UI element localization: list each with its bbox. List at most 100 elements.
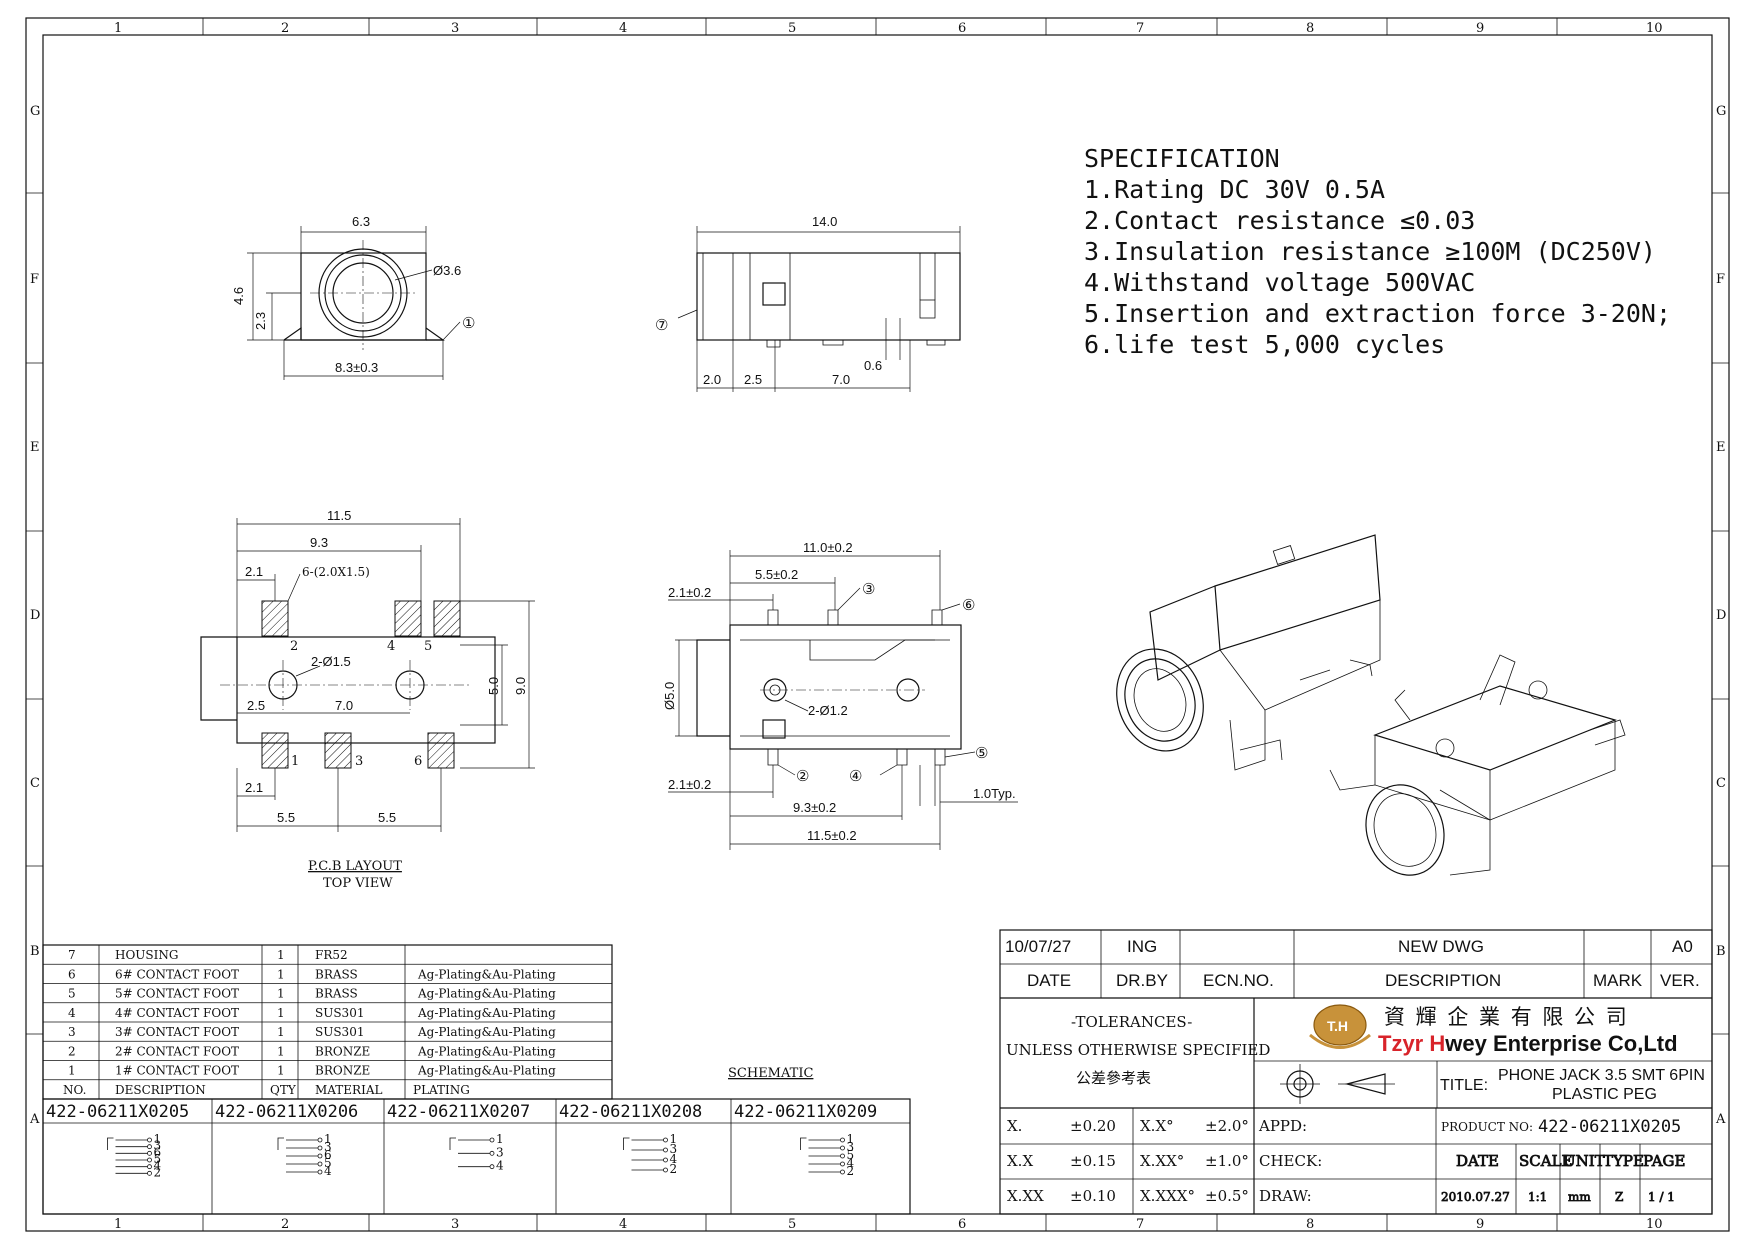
schematic-part-no: 422-06211X0209 (734, 1102, 877, 1122)
info-header: UNIT (1563, 1152, 1605, 1170)
bom-cell-qty: 1 (277, 948, 285, 962)
dim-top-offset: 2.1±0.2 (668, 585, 711, 600)
bom-cell-no: 6 (68, 967, 76, 981)
bom-cell-qty: 1 (277, 1064, 285, 1078)
tb-h-date: DATE (1027, 971, 1071, 990)
bom-cell-plating: Ag-Plating&Au-Plating (417, 987, 556, 1001)
dim-top-overall: 11.0±0.2 (803, 540, 853, 555)
info-value: 1 / 1 (1648, 1190, 1675, 1204)
tb-title-label: TITLE: (1440, 1077, 1488, 1094)
balloon-2: ② (796, 767, 809, 785)
schematic-pin: 5 (154, 1152, 162, 1166)
bom-cell-desc: 6# CONTACT FOOT (115, 967, 239, 981)
bom-cell-qty: 1 (277, 987, 285, 1001)
dim-top-typ: 1.0Typ. (973, 786, 1016, 801)
tol-angle-key: X.X° (1140, 1117, 1174, 1135)
logo-text: T.H (1327, 1018, 1348, 1034)
tol-angle-value: ±1.0° (1205, 1152, 1249, 1170)
bom-cell-no: 2 (68, 1044, 76, 1058)
info-header: PAGE (1643, 1152, 1685, 1170)
bom-cell-qty: 1 (277, 1006, 285, 1020)
bom-header: MATERIAL (315, 1083, 383, 1097)
tol-key: X.X (1007, 1152, 1033, 1170)
bom-header: PLATING (413, 1083, 470, 1097)
tb-title-2: PLASTIC PEG (1552, 1086, 1657, 1103)
bom-cell-no: 5 (68, 987, 76, 1001)
bom-cell-material: BRASS (315, 967, 358, 981)
schematic-pin: 5 (324, 1156, 332, 1170)
bom-cell-material: SUS301 (315, 1025, 364, 1039)
dim-side-d2: 2.5 (744, 372, 762, 387)
balloon-7: ⑦ (655, 316, 668, 334)
zone-col-label: 3 (451, 1217, 459, 1232)
zone-col-label: 7 (1136, 21, 1144, 36)
bom-cell-material: BRASS (315, 987, 358, 1001)
tb-h-ecn: ECN.NO. (1203, 971, 1274, 990)
dim-pcb-hole-offset: 2.5 (247, 698, 265, 713)
tb-check: CHECK: (1259, 1152, 1322, 1170)
dim-side-d1: 2.0 (703, 372, 721, 387)
bom-cell-no: 1 (68, 1064, 76, 1078)
dim-top-diameter: Ø5.0 (662, 682, 677, 710)
balloon-5: ⑤ (975, 744, 988, 762)
dim-top-bot-offset: 2.1±0.2 (668, 777, 711, 792)
zone-col-label: 6 (958, 21, 966, 36)
bom-cell-qty: 1 (277, 1044, 285, 1058)
tb-h-drby: DR.BY (1116, 971, 1168, 990)
pad-label: 1 (291, 754, 299, 769)
schematic-pin: 1 (496, 1132, 504, 1146)
tol-angle-value: ±2.0° (1205, 1117, 1249, 1135)
zone-row-label: C (1716, 776, 1726, 791)
pad-label: 4 (387, 639, 395, 654)
info-value: 1:1 (1528, 1190, 1547, 1204)
bom-cell-desc: 4# CONTACT FOOT (115, 1006, 239, 1020)
tol-angle-value: ±0.5° (1205, 1187, 1249, 1205)
tb-tol-cn: 公差參考表 (1076, 1069, 1151, 1087)
tb-tol-title: -TOLERANCES- (1071, 1013, 1192, 1031)
info-header: SCALE (1519, 1152, 1573, 1170)
company-name: Tzyr Hwey Enterprise Co,Ltd (1378, 1031, 1678, 1056)
bom-cell-no: 3 (68, 1025, 76, 1039)
spec-item: 3.Insulation resistance ≥100M (DC250V) (1084, 237, 1656, 266)
schematic-pin: 2 (154, 1165, 162, 1179)
tb-h-desc: DESCRIPTION (1385, 971, 1501, 990)
spec-item: 4.Withstand voltage 500VAC (1084, 268, 1475, 297)
pcb-caption-sub: TOP VIEW (323, 876, 393, 891)
bom-header: QTY (270, 1083, 297, 1097)
dim-top-half: 5.5±0.2 (755, 567, 798, 582)
bom-cell-plating: Ag-Plating&Au-Plating (417, 1064, 556, 1078)
schematic-part-no: 422-06211X0208 (559, 1102, 702, 1122)
zone-row-label: G (1716, 104, 1726, 119)
pad-label: 5 (424, 639, 432, 654)
zone-col-label: 5 (788, 1217, 796, 1232)
schematic-pin: 1 (324, 1132, 332, 1146)
dim-front-height: 4.6 (231, 287, 246, 305)
zone-row-label: D (1716, 608, 1726, 623)
schematic-pin: 2 (670, 1162, 678, 1176)
balloon-6: ⑥ (962, 596, 975, 614)
schematic-pin: 3 (496, 1145, 504, 1159)
schematic-pin: 4 (324, 1164, 332, 1178)
schematic-pin: 2 (847, 1164, 855, 1178)
zone-row-label: A (29, 1112, 40, 1127)
tb-product-no: 422-06211X0205 (1538, 1117, 1681, 1137)
zone-col-label: 1 (114, 21, 122, 36)
tb-description: NEW DWG (1398, 937, 1484, 956)
pcb-caption: P.C.B LAYOUT (308, 859, 402, 874)
pcb-layout: 2 4 5 1 3 6 11.5 9.3 2.1 6-(2.0X1.5) 2-Ø… (200, 508, 535, 891)
dim-pcb-holes: 2-Ø1.5 (311, 654, 351, 669)
zone-col-label: 2 (281, 21, 289, 36)
dim-top-holes: 2-Ø1.2 (808, 703, 848, 718)
zone-col-label: 10 (1646, 1217, 1663, 1232)
dim-top-total: 11.5±0.2 (807, 828, 857, 843)
dim-pcb-bottom-offset: 2.1 (245, 780, 263, 795)
isometric-view-2 (1329, 654, 1626, 876)
bom-cell-plating: Ag-Plating&Au-Plating (417, 967, 556, 981)
tol-value: ±0.20 (1070, 1117, 1116, 1135)
